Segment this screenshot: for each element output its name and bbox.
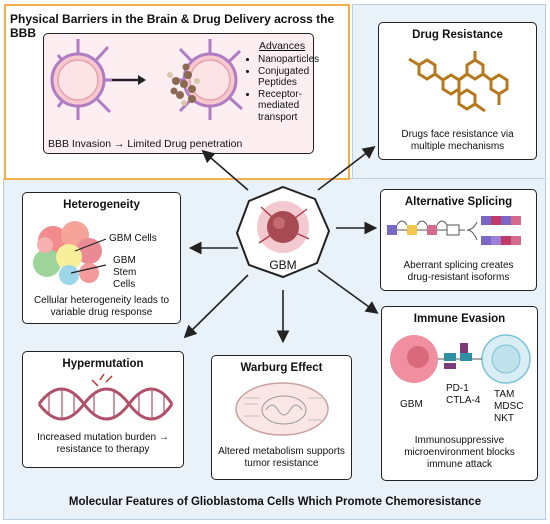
warburg-title: Warburg Effect [240,362,323,374]
hypermutation-title: Hypermutation [62,358,144,370]
mitochondria-icon [235,382,329,436]
splicing-icon [387,216,521,245]
immune-evasion-caption: Immunosuppressive microenvironment block… [404,435,515,470]
heterogeneity-caption: Cellular heterogeneity leads to variable… [33,295,170,318]
hypermutation-card: Hypermutation Increased mutation burden … [22,351,184,468]
molecule-icon [408,51,509,113]
footer-title: Molecular Features of Glioblastoma Cells… [68,496,482,508]
checkpoint-pd1: PD-1 [446,383,469,394]
advances-title: Advances [259,40,306,52]
bbb-box: Advances Nanoparticles Conjugated Peptid… [43,33,319,154]
advance-item: Nanoparticles [258,54,328,66]
advances-list: Nanoparticles Conjugated Peptides Recept… [244,54,328,123]
heterogeneity-title: Heterogeneity [63,199,140,211]
immune-gbm-label: GBM [400,399,423,410]
bbb-title: Physical Barriers in the Brain & Drug De… [10,12,335,40]
immune-evasion-card: Immune Evasion GBM PD-1 CTLA-4 TAM MDSC … [381,306,538,481]
drug-resistance-caption: Drugs face resistance via multiple mecha… [401,129,514,152]
cell-cluster-icon [33,221,107,285]
warburg-caption: Altered metabolism supports tumor resist… [218,446,345,469]
gbm-label: GBM [269,258,297,272]
gbm-cells-label: GBM Cells [109,233,157,244]
alternative-splicing-title: Alternative Splicing [404,196,513,208]
center-gbm-octagon [235,185,331,279]
drug-resistance-card: Drug Resistance Drugs face resistance vi… [378,22,537,160]
warburg-card: Warburg Effect Altered metabolism suppor… [211,355,352,480]
hypermutation-caption: Increased mutation burden → resistance t… [37,432,169,455]
advance-item: Receptor-mediated transport [258,89,328,124]
bbb-caption: BBB Invasion → Limited Drug penetration [48,138,243,150]
immune-interaction-icon [390,334,531,384]
advance-item: Conjugated Peptides [258,66,328,89]
immune-cell-nkt: NKT [494,413,514,424]
alternative-splicing-card: Alternative Splicing Aberrant splicing c… [380,189,537,291]
heterogeneity-card: Heterogeneity GBM Cells GBM Stem Cells C… [22,192,181,324]
immune-evasion-title: Immune Evasion [413,313,506,325]
drug-resistance-title: Drug Resistance [412,29,503,41]
bbb-vessel-illustration [50,39,244,120]
dna-helix-icon [37,374,174,421]
immune-cell-mdsc: MDSC [494,401,524,412]
gbm-stem-cells-label: GBM Stem Cells [113,255,137,290]
alternative-splicing-caption: Aberrant splicing creates drug-resistant… [403,260,514,283]
immune-cell-tam: TAM [494,389,515,400]
checkpoint-ctla4: CTLA-4 [446,395,481,406]
